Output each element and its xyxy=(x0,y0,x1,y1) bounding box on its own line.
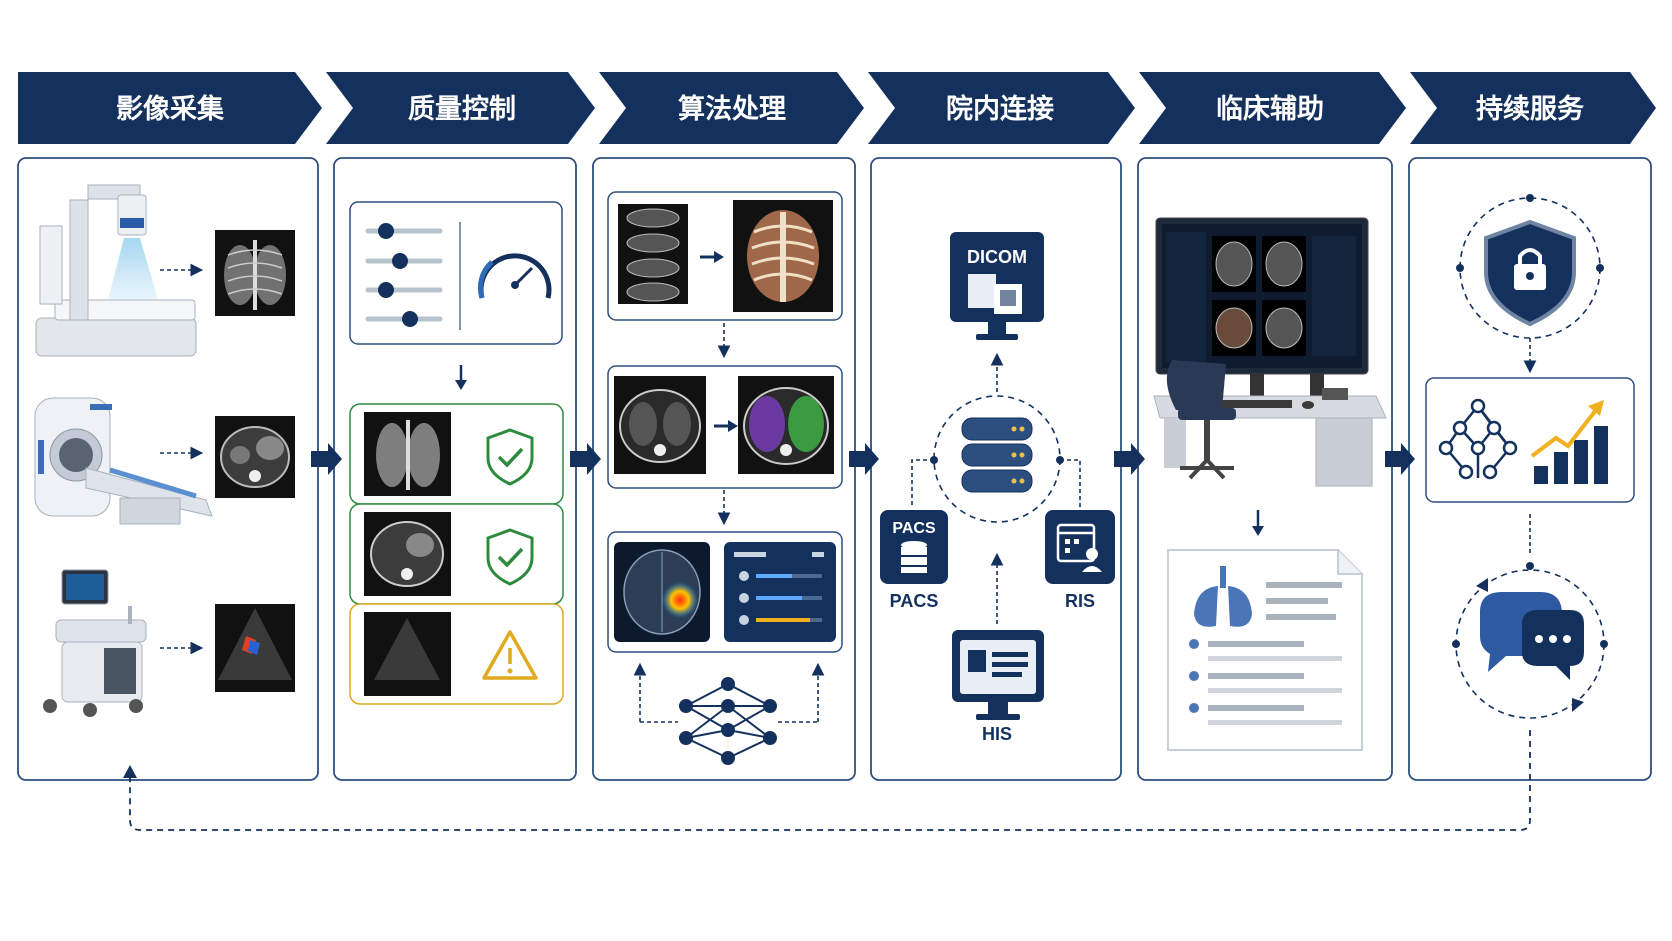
qc-settings-card xyxy=(349,201,563,345)
stage-title: 持续服务 xyxy=(1476,94,1584,125)
detection-card xyxy=(607,531,843,653)
brain-heatmap-icon xyxy=(614,542,710,642)
ai-report-panel-icon xyxy=(724,542,836,642)
dicom-monitor: DICOM xyxy=(950,232,1044,340)
analytics-card xyxy=(1425,377,1635,503)
stage-title: 院内连接 xyxy=(946,93,1054,125)
flow-arrow-icon xyxy=(1114,443,1145,475)
dashed-connector xyxy=(1060,459,1081,508)
pacs-caption: PACS xyxy=(890,591,939,611)
right-arrow-icon xyxy=(714,251,724,263)
down-arrow-icon xyxy=(1252,526,1264,536)
ultrasound-thumbnail xyxy=(215,604,295,692)
chest-xray-thumbnail xyxy=(215,230,295,316)
chat-bubbles-icon xyxy=(1480,592,1584,680)
stage-header-service: 持续服务 xyxy=(1410,72,1656,144)
xray-machine-icon xyxy=(35,184,197,357)
workstation-desk-icon xyxy=(1153,217,1387,487)
flow-arrow-icon xyxy=(1385,443,1415,475)
stage-header-quality: 质量控制 xyxy=(326,72,595,144)
dicom-label: DICOM xyxy=(967,247,1027,267)
ct-scanner-icon xyxy=(34,397,213,525)
database-server-icon xyxy=(961,417,1033,493)
ct-scan-thumbnail xyxy=(215,416,295,498)
reconstruction-card xyxy=(607,191,843,321)
warning-triangle-icon xyxy=(482,630,538,680)
qc-result-warning xyxy=(349,603,564,705)
ris-caption: RIS xyxy=(1065,591,1095,611)
panel-connect xyxy=(870,157,1122,781)
flow-arrow-icon xyxy=(311,443,342,475)
qc-result-pass xyxy=(349,503,564,605)
calendar-user-icon xyxy=(1056,523,1102,572)
flow-arrow-icon xyxy=(570,443,601,475)
stage-title: 算法处理 xyxy=(678,93,786,125)
ris-system: RIS xyxy=(1045,510,1115,611)
flow-arrow-icon xyxy=(849,443,879,475)
stage-header-clinical: 临床辅助 xyxy=(1139,72,1406,144)
ultrasound-machine-icon xyxy=(43,569,147,717)
neural-network-icon xyxy=(679,677,777,765)
ct-slices-stack-icon xyxy=(618,204,688,304)
database-icon xyxy=(901,541,927,573)
dashed-connector xyxy=(911,459,934,508)
security-shield-lock-icon xyxy=(1484,219,1576,327)
3d-reconstruction-icon xyxy=(733,200,833,312)
his-caption: HIS xyxy=(982,724,1012,744)
his-system: HIS xyxy=(952,630,1044,744)
growth-chart-icon xyxy=(1530,400,1608,484)
stage-header-algorithm: 算法处理 xyxy=(599,72,864,144)
gauge-icon xyxy=(477,253,552,299)
stage-title: 临床辅助 xyxy=(1216,93,1324,125)
stage-title: 影像采集 xyxy=(116,93,225,125)
lungs-icon xyxy=(1194,566,1252,627)
loop-arrowhead-icon xyxy=(123,765,137,778)
shield-check-icon xyxy=(486,428,534,486)
segmentation-card xyxy=(607,365,843,489)
stage-header-connect: 院内连接 xyxy=(868,72,1135,144)
feedback-loop-arrow xyxy=(129,730,1531,831)
shield-check-icon xyxy=(486,528,534,586)
right-arrow-icon xyxy=(728,420,738,432)
diagnostic-report-icon xyxy=(1167,549,1363,751)
pacs-system: PACS PACS xyxy=(880,510,948,611)
down-arrow-icon xyxy=(455,380,467,390)
stage-flow-arrows xyxy=(311,443,1415,475)
stage-header-acquisition: 影像采集 xyxy=(18,72,322,144)
qc-result-pass xyxy=(349,403,564,505)
stage-title: 质量控制 xyxy=(408,94,516,125)
pacs-box-label: PACS xyxy=(892,520,936,537)
network-graph-icon xyxy=(1438,398,1518,480)
